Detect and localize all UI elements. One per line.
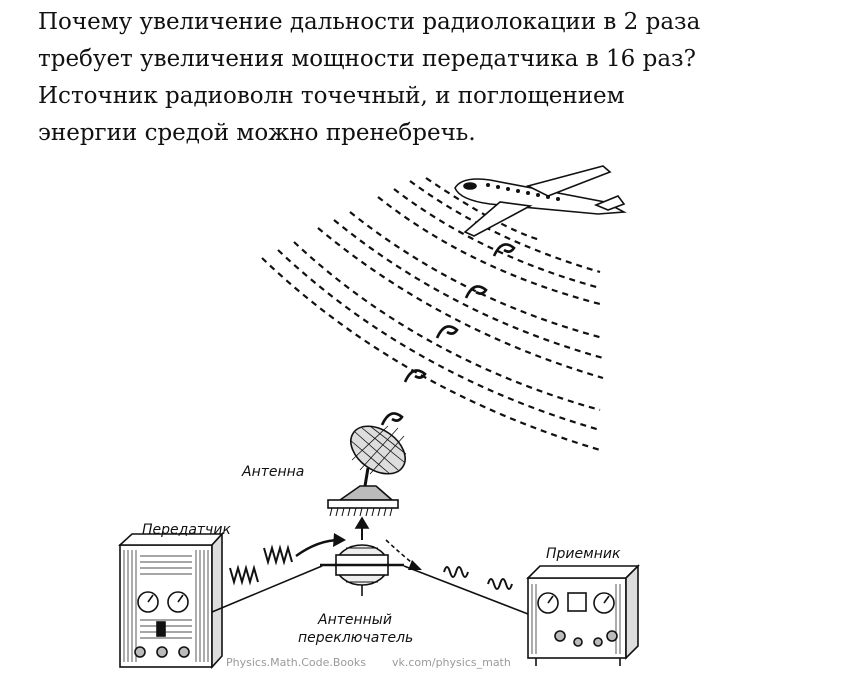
radar-pulses xyxy=(380,243,516,426)
receiver-screen xyxy=(567,592,587,612)
transmitter-label: Передатчик xyxy=(142,522,231,538)
question-line-3: Источник радиоволн точечный, и поглощени… xyxy=(38,83,625,109)
question-text: Почему увеличение дальности радиолокации… xyxy=(38,4,838,152)
transmit-wave-2 xyxy=(263,544,293,566)
receiver xyxy=(526,564,640,666)
wavefront-9 xyxy=(409,180,601,274)
wavefront-8 xyxy=(393,188,601,290)
signal-waves xyxy=(229,544,513,590)
receive-arrow-head xyxy=(408,560,422,570)
wavefronts xyxy=(261,177,604,452)
wavefront-4 xyxy=(317,227,604,380)
pulse-3 xyxy=(435,325,459,339)
receive-wave-2 xyxy=(487,578,513,590)
wavefront-2 xyxy=(277,249,601,432)
question-line-4: энергии средой можно пренебречь. xyxy=(38,120,476,146)
airplane xyxy=(454,165,627,237)
switch-label-line-1: Антенный xyxy=(317,612,392,628)
pulse-4 xyxy=(464,285,488,299)
watermark-right: vk.com/physics_math xyxy=(392,656,511,669)
transmit-wave-1 xyxy=(229,564,259,586)
airplane-tail xyxy=(593,195,626,211)
antenna-label: Антенна xyxy=(241,464,304,480)
question-line-2: требует увеличения мощности передатчика … xyxy=(38,46,696,72)
receive-wave-1 xyxy=(443,566,469,578)
transmit-arrow-head xyxy=(333,533,346,547)
pulse-2 xyxy=(403,369,427,383)
antenna-mount xyxy=(337,485,395,501)
wavefront-1 xyxy=(261,257,601,452)
switch-arrow-up xyxy=(354,516,370,529)
wavefront-5 xyxy=(333,219,604,360)
pulse-1 xyxy=(380,412,404,426)
watermark-left: Physics.Math.Code.Books xyxy=(226,656,366,669)
switch-label-line-2: переключатель xyxy=(298,630,413,646)
antenna-switch xyxy=(320,516,404,596)
cable-transmitter xyxy=(211,565,323,613)
transmitter-switch xyxy=(156,621,166,637)
pulse-5 xyxy=(492,243,516,257)
wavefront-3 xyxy=(293,241,601,412)
airplane-wing-lower xyxy=(463,201,533,237)
antenna xyxy=(327,425,407,517)
wavefront-6 xyxy=(349,211,604,340)
airplane-wing-upper xyxy=(525,165,612,197)
transmitter xyxy=(117,531,224,670)
cable-receiver xyxy=(403,565,529,615)
antenna-base xyxy=(327,499,399,509)
transmitter-body xyxy=(119,544,213,668)
question-line-1: Почему увеличение дальности радиолокации… xyxy=(38,9,701,35)
receiver-label: Приемник xyxy=(546,546,621,562)
